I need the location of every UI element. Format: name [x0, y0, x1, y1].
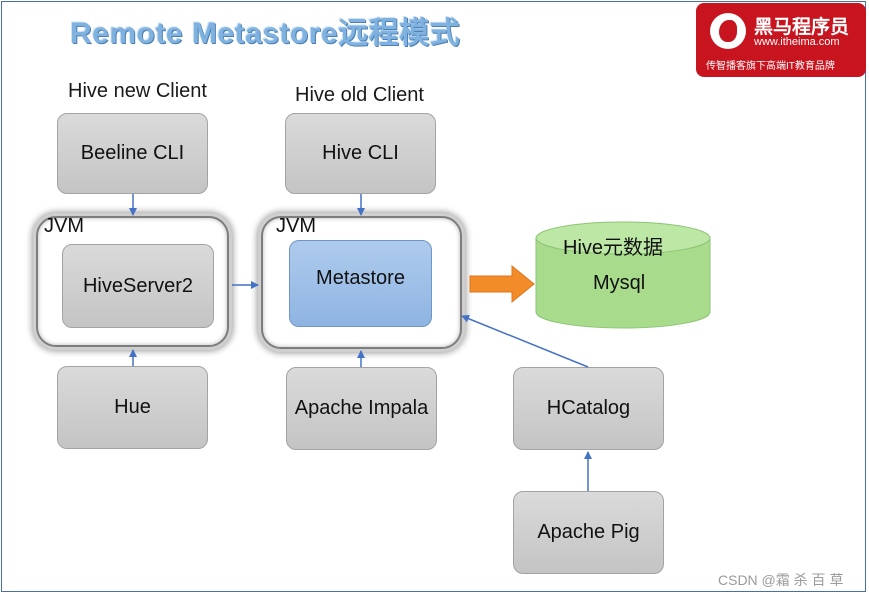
new-client-heading: Hive new Client	[68, 80, 207, 102]
horse-logo-icon	[710, 13, 746, 49]
beeline-cli-box: Beeline CLI	[57, 113, 208, 194]
left-jvm-label: JVM	[44, 215, 84, 237]
old-client-heading: Hive old Client	[295, 84, 424, 106]
brand-logo: 黑马程序员 www.itheima.com 传智播客旗下高端IT教育品牌	[696, 3, 866, 77]
brand-url: www.itheima.com	[754, 36, 840, 48]
apache-impala-box: Apache Impala	[286, 367, 437, 450]
metastore-to-mysql-big-arrow	[469, 264, 535, 304]
slide-title: Remote Metastore远程模式	[70, 17, 461, 50]
hcatalog-box: HCatalog	[513, 367, 664, 450]
watermark: CSDN @霜 杀 百 草	[718, 572, 844, 588]
apache-pig-box: Apache Pig	[513, 491, 664, 574]
hiveserver2-box: HiveServer2	[62, 244, 214, 328]
mysql-database-cylinder	[535, 221, 711, 329]
database-name: Mysql	[593, 272, 646, 294]
hcatalog-to-metastore-arrow	[461, 314, 589, 368]
hive-cli-box: Hive CLI	[285, 113, 436, 194]
hue-box: Hue	[57, 366, 208, 449]
database-caption: Hive元数据	[563, 237, 664, 259]
metastore-label: Metastore	[316, 267, 405, 289]
brand-slogan: 传智播客旗下高端IT教育品牌	[706, 61, 835, 72]
right-jvm-label: JVM	[276, 215, 316, 237]
brand-name: 黑马程序员	[754, 17, 850, 38]
metastore-box: Metastore	[289, 240, 432, 327]
